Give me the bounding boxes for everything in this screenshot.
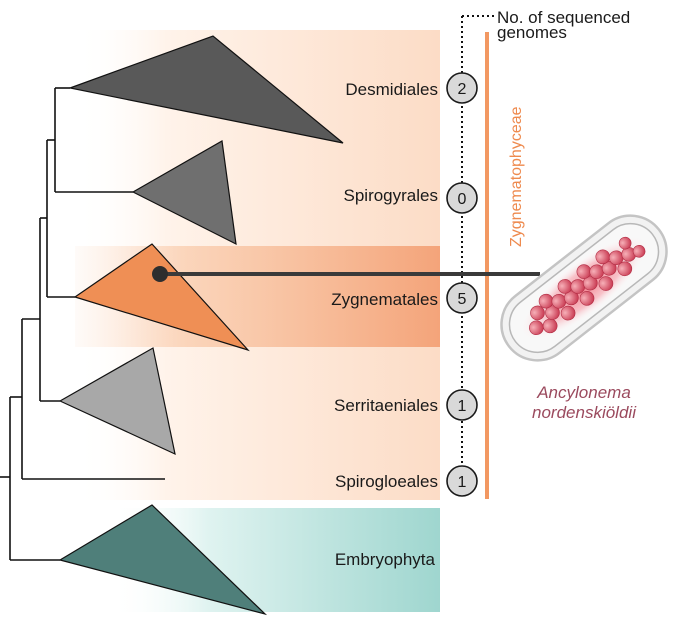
svg-text:1: 1 — [458, 474, 467, 491]
tree-branches — [0, 87, 165, 561]
svg-text:0: 0 — [458, 191, 467, 208]
count-circle-serritaeniales: 1 — [446, 389, 478, 421]
clade-label-embryophyta: Embryophyta — [335, 550, 436, 569]
species-name-line-1: Ancylonema — [536, 383, 631, 402]
group-label-zygnematophyceae: Zygnematophyceae — [508, 106, 525, 247]
species-cell-illustration — [500, 214, 668, 362]
svg-text:1: 1 — [458, 398, 467, 415]
clade-label-spirogloeales: Spirogloeales — [335, 472, 438, 491]
embryophyta-clade — [58, 504, 268, 616]
clade-label-desmidiales: Desmidiales — [345, 80, 438, 99]
legend-line-2: genomes — [497, 23, 567, 42]
desmidiales-clade — [67, 35, 344, 144]
count-circle-spirogyrales: 0 — [446, 182, 478, 214]
count-circle-spirogloeales: 1 — [446, 465, 478, 497]
svg-text:2: 2 — [458, 81, 467, 98]
clade-label-zygnematales: Zygnematales — [331, 290, 438, 309]
clade-label-serritaeniales: Serritaeniales — [334, 396, 438, 415]
zygnematophyceae-bar — [485, 32, 489, 499]
spirogyrales-clade — [131, 140, 237, 246]
svg-text:5: 5 — [458, 291, 467, 308]
zygnematales-clade — [73, 243, 250, 352]
species-name-line-2: nordenskiöldii — [532, 403, 637, 422]
species-marker — [152, 266, 168, 282]
count-circle-desmidiales: 2 — [446, 72, 478, 104]
serritaeniales-clade — [58, 347, 176, 456]
legend-line-1: No. of sequenced — [497, 8, 630, 27]
count-circle-zygnematales: 5 — [446, 282, 478, 314]
clade-label-spirogyrales: Spirogyrales — [344, 186, 439, 205]
